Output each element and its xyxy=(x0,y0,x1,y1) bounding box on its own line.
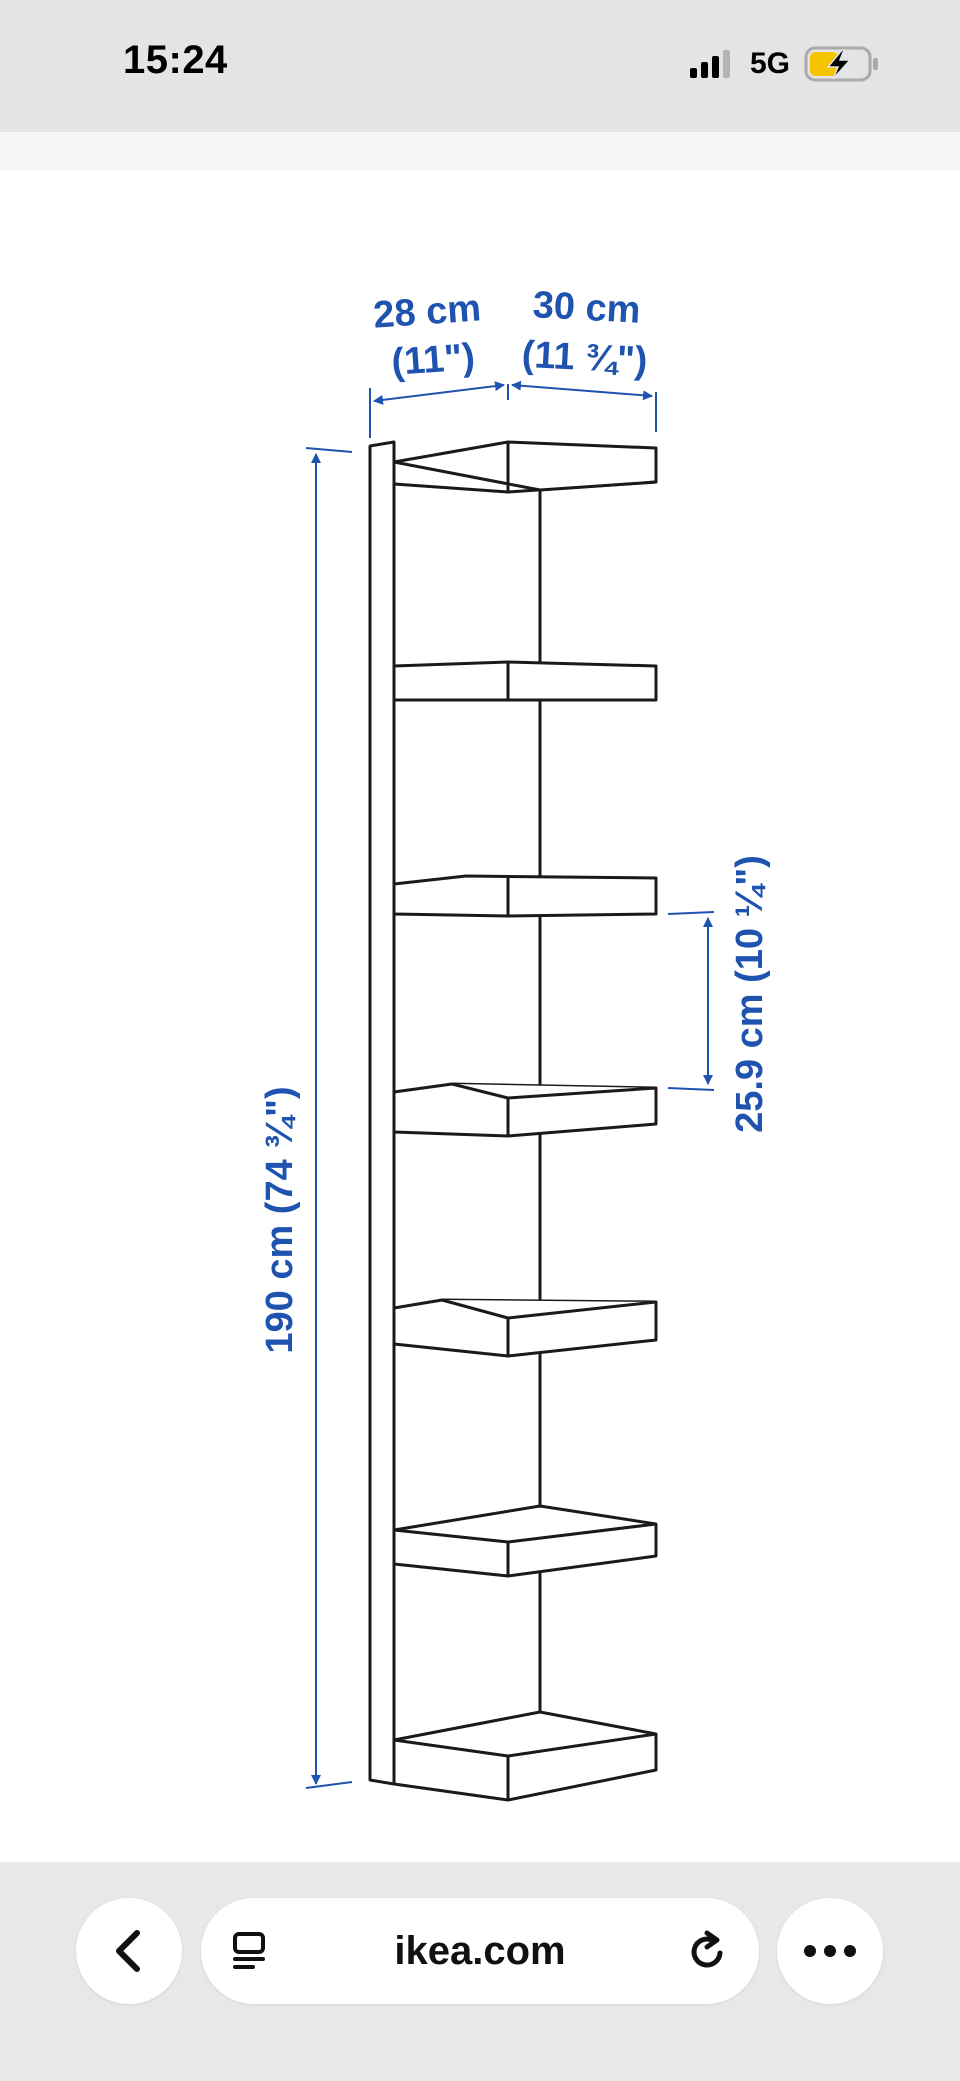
shelf-7 xyxy=(392,1710,658,1802)
back-icon xyxy=(116,1930,140,1972)
width-right-in: (11 ¾") xyxy=(521,334,649,383)
browser-toolbar: ikea.com xyxy=(0,1862,960,2081)
battery-charging-icon xyxy=(804,46,878,82)
url-text: ikea.com xyxy=(394,1929,566,1973)
back-button[interactable] xyxy=(76,1898,182,2004)
spacing-label: 25.9 cm (10 ¼") xyxy=(729,855,771,1133)
signal-icon xyxy=(689,50,730,78)
reload-icon[interactable] xyxy=(685,1929,729,1973)
more-icon xyxy=(804,1945,856,1957)
height-label: 190 cm (74 ¾") xyxy=(259,1086,301,1353)
more-button[interactable] xyxy=(777,1898,883,2004)
address-bar[interactable]: ikea.com xyxy=(201,1898,759,2004)
wall-shelf-unit xyxy=(368,440,658,1802)
shelf-dimension-drawing: 28 cm (11") 30 cm (11 ¾") 190 cm (74 ¾")… xyxy=(259,284,771,1802)
spacing-dimension-lines xyxy=(667,911,715,1091)
width-right-cm: 30 cm xyxy=(532,284,642,332)
status-indicators: 5G xyxy=(688,44,880,84)
network-label: 5G xyxy=(749,47,790,80)
reader-icon[interactable] xyxy=(231,1931,271,1971)
width-left-in: (11") xyxy=(390,336,476,384)
shelf-3 xyxy=(392,874,658,918)
width-left-cm: 28 cm xyxy=(372,287,482,336)
status-time: 15:24 xyxy=(123,38,228,82)
status-bar: 15:24 5G xyxy=(0,0,960,132)
height-dimension-lines xyxy=(305,447,353,1789)
shelf-2 xyxy=(392,660,658,702)
width-dimension-lines xyxy=(369,380,657,438)
page-top-strip xyxy=(0,132,960,170)
product-image: 28 cm (11") 30 cm (11 ¾") 190 cm (74 ¾")… xyxy=(0,170,960,1862)
